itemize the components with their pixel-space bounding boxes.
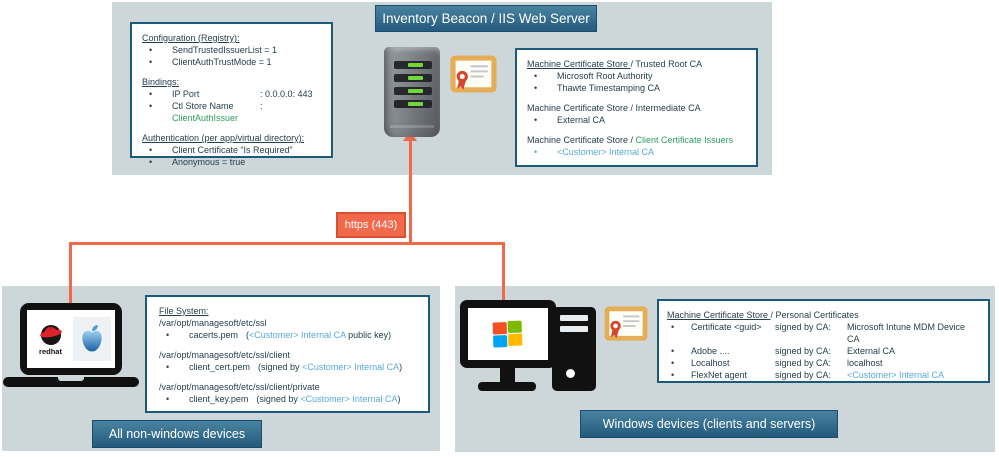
- store-item: Thawte Timestamping CA: [527, 82, 746, 94]
- file-path: /var/opt/managesoft/etc/ssl/client/priva…: [159, 382, 320, 392]
- cert-ca: localhost: [847, 358, 883, 368]
- non-windows-banner: All non-windows devices: [92, 420, 262, 448]
- binding-item: Ctl Store Name: ClientAuthIssuer: [142, 100, 321, 124]
- non-windows-banner-text: All non-windows devices: [108, 427, 246, 441]
- cert-row: Adobe .... signed by CA: External CA: [667, 345, 980, 357]
- config-item: SendTrustedIssuerList = 1: [142, 44, 321, 56]
- https-label-text: https (443): [344, 219, 398, 231]
- store-group2-title: Machine Certificate Store / Intermediate…: [527, 103, 701, 113]
- connector-vertical-left: [69, 242, 72, 306]
- windows-logo: [492, 320, 524, 348]
- windows-banner: Windows devices (clients and servers): [580, 410, 838, 438]
- auth-heading: Authentication (per app/virtual director…: [142, 133, 305, 143]
- file-item: cacerts.pem(<Customer> Internal CA publi…: [159, 329, 416, 341]
- cert-name: Certificate <guid>: [691, 322, 762, 332]
- file-path: /var/opt/managesoft/etc/ssl: [159, 318, 267, 328]
- cert-name: Adobe ....: [691, 346, 730, 356]
- cert-ca: <Customer> Internal CA: [847, 370, 945, 380]
- cert-mid: signed by CA:: [775, 322, 832, 332]
- file-system-box: File System: /var/opt/managesoft/etc/ssl…: [145, 295, 430, 413]
- binding-key: IP Port: [172, 89, 200, 99]
- store-item: <Customer> Internal CA: [527, 146, 746, 158]
- store-group3-title: Machine Certificate Store / Client Certi…: [527, 135, 734, 145]
- connector-horizontal: [69, 242, 505, 245]
- cert-name: Localhost: [691, 358, 730, 368]
- cert-row: Localhost signed by CA: localhost: [667, 357, 980, 369]
- file-item: client_cert.pem(signed by <Customer> Int…: [159, 361, 416, 373]
- laptop-base: [3, 377, 139, 387]
- cert-name: FlexNet agent: [691, 370, 748, 380]
- apple-icon: [81, 325, 102, 352]
- config-heading: Configuration (Registry):: [142, 33, 240, 43]
- cert-ca: Microsoft Intune MDM Device CA: [847, 322, 966, 344]
- monitor-screen: [468, 308, 548, 360]
- auth-item: Anonymous = true: [142, 156, 321, 168]
- binding-sep: :: [260, 101, 263, 111]
- machine-cert-store-box: Machine Certificate Store / Trusted Root…: [515, 48, 758, 167]
- cert-row: Certificate <guid> signed by CA: Microso…: [667, 321, 980, 345]
- binding-value: ClientAuthIssuer: [172, 113, 239, 123]
- bindings-heading: Bindings:: [142, 77, 180, 87]
- server-icon: [384, 47, 440, 137]
- cert-mid: signed by CA:: [775, 370, 832, 380]
- file-path: /var/opt/managesoft/etc/ssl/client: [159, 350, 291, 360]
- title-banner: Inventory Beacon / IIS Web Server: [375, 5, 597, 32]
- laptop-screen: redhat: [27, 310, 115, 368]
- cert-mid: signed by CA:: [775, 358, 832, 368]
- https-port-label: https (443): [336, 212, 406, 238]
- windows-banner-text: Windows devices (clients and servers): [602, 417, 816, 431]
- apple-logo: [72, 317, 111, 361]
- certificate-icon: [604, 306, 648, 341]
- cert-mid: signed by CA:: [775, 346, 832, 356]
- cert-row: FlexNet agent signed by CA: <Customer> I…: [667, 369, 980, 381]
- redhat-wordmark: redhat: [39, 347, 62, 356]
- cert-ca: External CA: [847, 346, 896, 356]
- registry-config-box: Configuration (Registry): SendTrustedIss…: [130, 22, 333, 168]
- redhat-logo: redhat: [31, 317, 70, 361]
- file-item: client_key.pem(signed by <Customer> Inte…: [159, 393, 416, 405]
- store-item: External CA: [527, 114, 746, 126]
- monitor-icon: [460, 300, 556, 368]
- personal-certs-title: Machine Certificate Store / Personal Cer…: [667, 310, 859, 320]
- binding-key: Ctl Store Name: [172, 101, 234, 111]
- monitor-base: [478, 382, 536, 391]
- laptop-icon: redhat: [20, 303, 122, 375]
- binding-value: : 0.0.0.0: 443: [260, 89, 313, 99]
- binding-item: IP Port : 0.0.0.0: 443: [142, 88, 321, 100]
- title-text: Inventory Beacon / IIS Web Server: [382, 11, 590, 26]
- store-item: Microsoft Root Authority: [527, 70, 746, 82]
- file-system-heading: File System:: [159, 306, 209, 316]
- auth-item: Client Certificate “Is Required”: [142, 144, 321, 156]
- connector-vertical-main: [409, 140, 412, 245]
- certificate-icon: [450, 55, 497, 93]
- store-group1-title: Machine Certificate Store / Trusted Root…: [527, 59, 703, 69]
- redhat-hat-icon: [39, 325, 62, 345]
- config-item: ClientAuthTrustMode = 1: [142, 56, 321, 68]
- personal-certs-box: Machine Certificate Store / Personal Cer…: [657, 299, 990, 383]
- tower-icon: [552, 307, 596, 391]
- connector-vertical-right: [502, 242, 505, 303]
- monitor-stand: [500, 368, 515, 383]
